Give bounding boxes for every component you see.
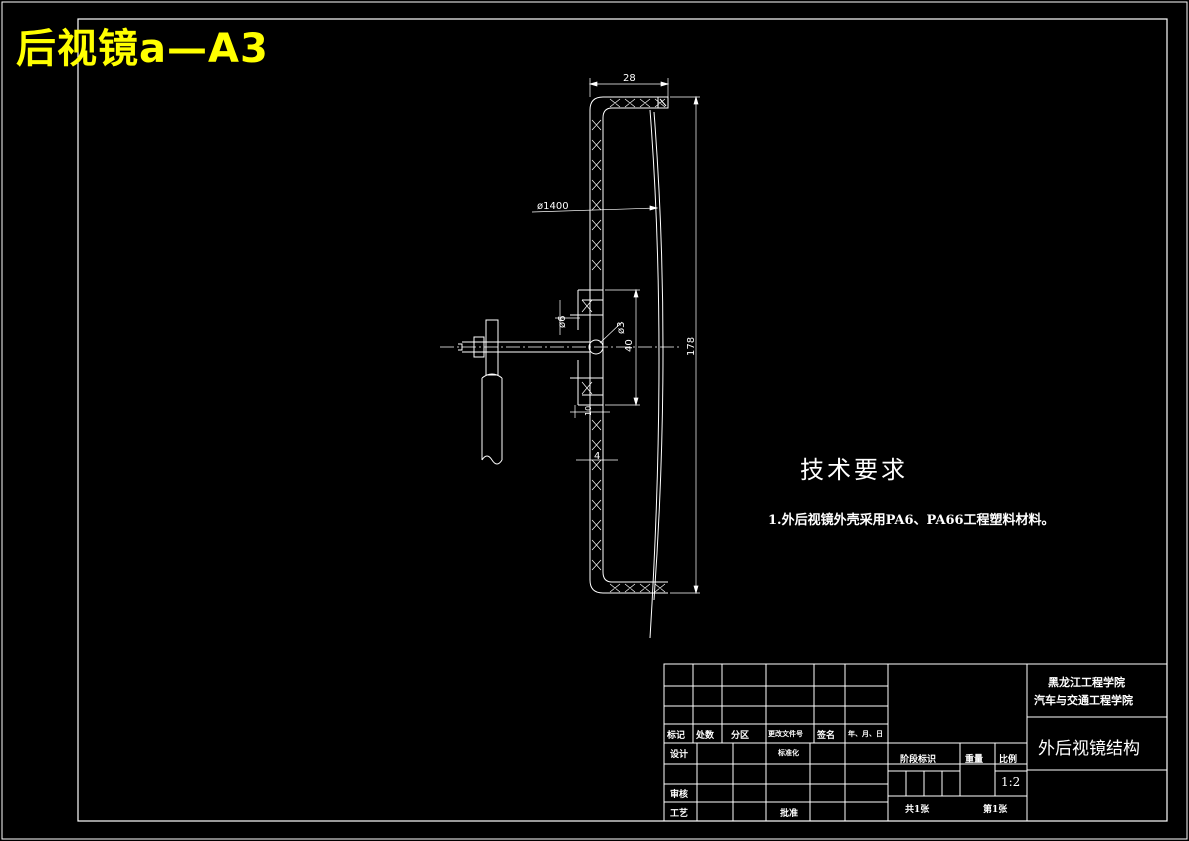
- inner-border: [77, 18, 1168, 822]
- dim-pivot-diameter: ø6: [557, 315, 568, 328]
- tech-requirements-heading: 技术要求: [800, 456, 908, 484]
- sheet-number: 第1张: [983, 805, 1008, 815]
- total-sheets: 共1张: [905, 805, 930, 815]
- dim-gap-small: 10: [584, 405, 593, 416]
- shell-hatch: [591, 98, 666, 593]
- stage-label: 阶段标识: [900, 755, 937, 765]
- sheet-title: 后视镜a—A3: [16, 26, 269, 72]
- dim-pivot-height: 40: [624, 339, 635, 352]
- hdr-count: 处数: [696, 731, 715, 741]
- school-name: 黑龙江工程学院: [1048, 676, 1125, 689]
- department-name: 汽车与交通工程学院: [1034, 694, 1133, 707]
- dim-mirror-diameter: ø1400: [537, 201, 569, 212]
- hdr-date: 年、月、日: [848, 729, 883, 738]
- review-label: 审核: [670, 790, 689, 800]
- weight-label: 重量: [965, 755, 984, 765]
- approve-label: 批准: [780, 809, 799, 819]
- standardize-label: 标准化: [778, 748, 799, 757]
- process-label: 工艺: [670, 809, 689, 819]
- hdr-mark: 标记: [667, 731, 686, 741]
- scale-value: 1:2: [1001, 775, 1021, 789]
- design-label: 设计: [670, 750, 689, 760]
- title-block: [663, 663, 1168, 822]
- hdr-change-doc: 更改文件号: [768, 729, 803, 738]
- mirror-section: [440, 78, 700, 639]
- drawing-name: 外后视镜结构: [1038, 739, 1140, 759]
- dimension-lines: [531, 78, 700, 595]
- dim-ball-diameter: ø3: [616, 321, 627, 334]
- dim-height-total: 178: [686, 336, 697, 356]
- hdr-zone: 分区: [731, 731, 750, 741]
- scale-label: 比例: [999, 755, 1018, 765]
- dim-width-top: 28: [623, 73, 636, 84]
- hdr-signature: 签名: [817, 731, 836, 741]
- dim-offset-4: 4: [594, 451, 601, 462]
- tech-requirement-item: 1.外后视镜外壳采用PA6、PA66工程塑料材料。: [768, 513, 1055, 528]
